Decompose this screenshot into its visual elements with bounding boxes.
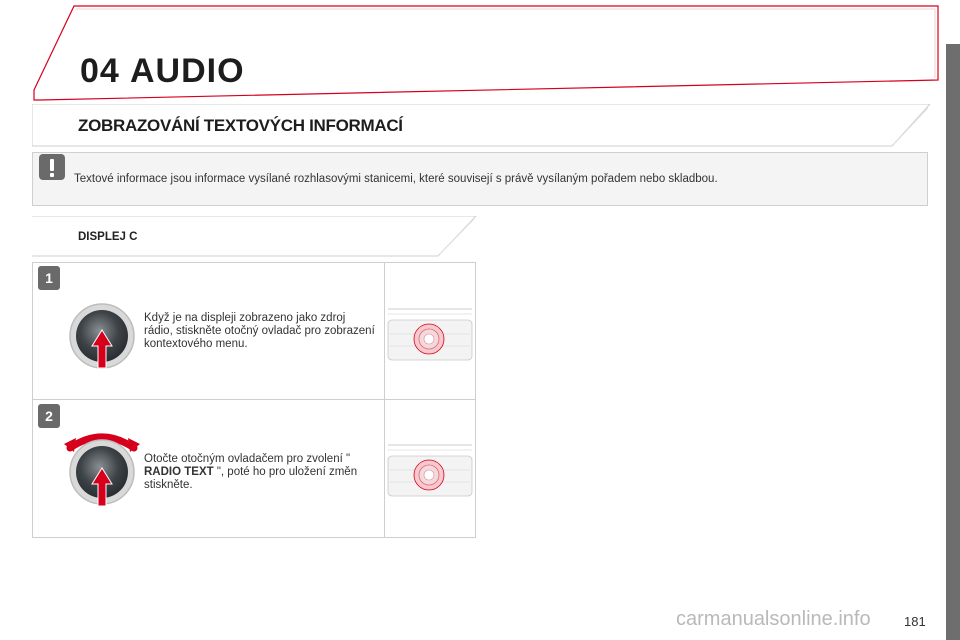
rotary-knob-rotate-press-icon [64,433,140,507]
step-2-text: Otočte otočným ovladačem pro zvolení " R… [144,453,376,492]
step-2-badge: 2 [38,404,60,428]
chapter-header-frame [33,5,939,101]
info-box [32,152,928,206]
side-bar [946,44,960,640]
section-title: ZOBRAZOVÁNÍ TEXTOVÝCH INFORMACÍ [78,116,403,135]
info-text: Textové informace jsou informace vysílan… [74,173,718,185]
step-2-text-bold: RADIO TEXT [144,466,214,478]
display-title: DISPLEJ C [78,231,138,243]
step-2-text-pre: Otočte otočným ovladačem pro zvolení " [144,453,351,465]
radio-console-icon [387,444,473,497]
section-header-frame [32,104,931,147]
step-1-badge: 1 [38,266,60,290]
step-1-text: Když je na displeji zobrazeno jako zdroj… [144,312,375,350]
step-1-divider [384,262,385,400]
chapter-title: AUDIO [130,52,245,90]
watermark: carmanualsonline.info [676,608,871,630]
page-number: 181 [904,614,926,629]
step-2-text-post: ", poté ho pro uložení změn stiskněte. [144,466,358,491]
radio-console-icon [387,308,473,361]
step-2-divider [384,399,385,538]
rotary-knob-press-icon [69,303,135,369]
display-header-frame [32,216,477,257]
chapter-number: 04 [80,52,120,90]
warning-icon [39,154,65,180]
